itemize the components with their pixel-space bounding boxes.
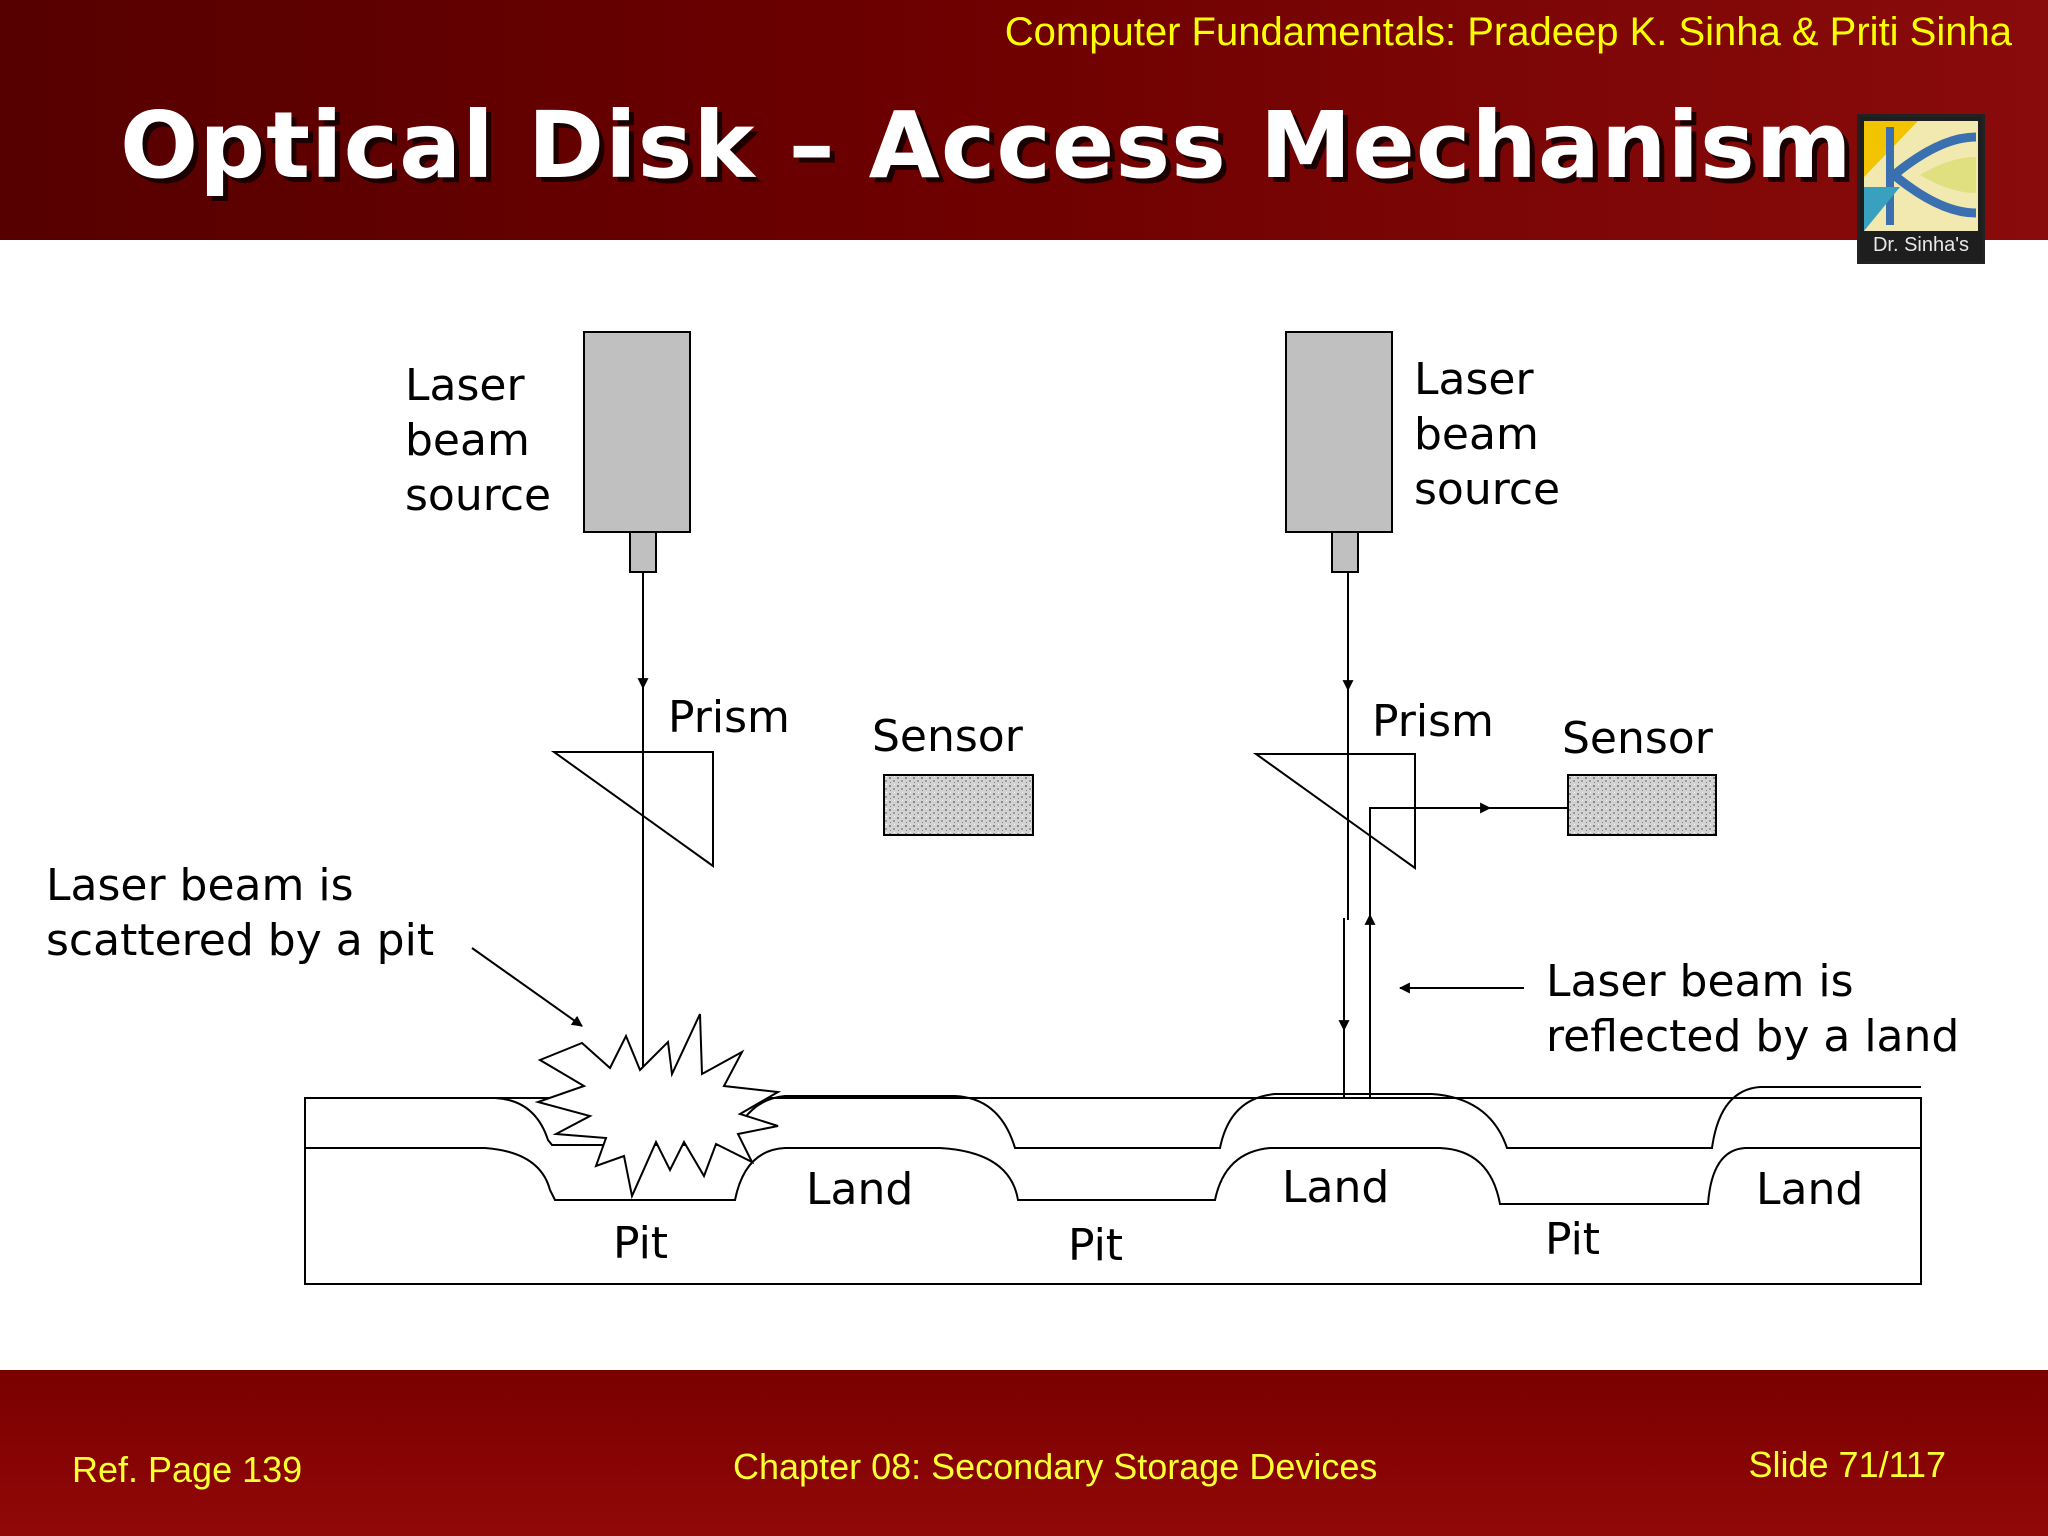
- left-prism: [550, 751, 714, 868]
- left-laser-source: [583, 331, 691, 573]
- right-reflected-beam-upper: [1369, 802, 1492, 915]
- scatter-note: Laser beam is scattered by a pit: [46, 860, 435, 966]
- pit-label-1: Pit: [613, 1218, 669, 1269]
- slide-title: Optical Disk – Access Mechanism: [120, 92, 1853, 199]
- pit-label-3: Pit: [1545, 1214, 1601, 1265]
- slide-header: Computer Fundamentals: Pradeep K. Sinha …: [0, 0, 2048, 264]
- right-laser-source: [1285, 331, 1393, 573]
- left-source-label: Laser beam source: [405, 360, 552, 521]
- right-source-label: Laser beam source: [1414, 354, 1561, 515]
- left-sensor-label: Sensor: [872, 711, 1023, 762]
- logo-text: Dr. Sinha's: [1872, 234, 1970, 256]
- right-sensor-label: Sensor: [1562, 713, 1713, 764]
- logo-emblem-icon: [1864, 121, 1978, 231]
- reference-page: Ref. Page 139: [72, 1449, 303, 1490]
- right-prism: [1252, 753, 1416, 870]
- left-prism-label: Prism: [668, 692, 790, 743]
- land-label-3: Land: [1756, 1164, 1864, 1215]
- right-sensor: [1567, 774, 1717, 836]
- scatter-starburst: [534, 1013, 782, 1200]
- book-title: Computer Fundamentals: Pradeep K. Sinha …: [1004, 10, 2012, 54]
- slide-number: Slide 71/117: [1748, 1444, 1947, 1485]
- pit-label-2: Pit: [1068, 1220, 1124, 1271]
- left-sensor: [883, 774, 1034, 836]
- right-prism-label: Prism: [1372, 696, 1494, 747]
- scatter-note-arrow: [471, 947, 583, 1027]
- reflect-note: Laser beam is reflected by a land: [1546, 956, 1960, 1062]
- land-label-1: Land: [806, 1164, 914, 1215]
- chapter-title: Chapter 08: Secondary Storage Devices: [733, 1446, 1378, 1487]
- slide-footer: Ref. Page 139 Chapter 08: Secondary Stor…: [0, 1370, 2048, 1536]
- land-label-2: Land: [1282, 1162, 1390, 1213]
- logo: Dr. Sinha's: [1857, 114, 1985, 264]
